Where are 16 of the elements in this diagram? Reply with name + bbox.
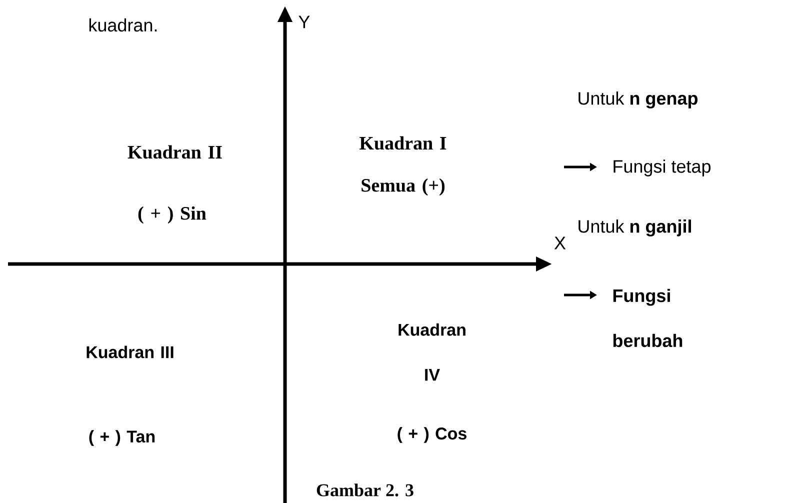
note-text: Fungsi tetap xyxy=(614,160,710,176)
axis-label: X xyxy=(554,236,566,250)
quadrant-label: Kuadran I xyxy=(360,136,446,150)
sign-label: ( + ) Cos xyxy=(398,427,466,443)
sign-label: ( + ) Tan xyxy=(89,430,155,446)
quadrant-label: Kuadran IV xyxy=(398,323,466,381)
note-text: Untuk n ganjil xyxy=(578,220,691,236)
quadrant-label: Kuadran II xyxy=(128,145,222,159)
sign-label: ( + ) Sin xyxy=(138,206,206,224)
quadrant-label: Kuadran III xyxy=(86,346,174,358)
note-text: Fungsi berubah xyxy=(613,288,682,348)
axis-label: Y xyxy=(298,16,310,28)
caption: Gambar 2. 3 xyxy=(316,484,414,496)
note-text: kuadran. xyxy=(89,18,157,32)
sign-label: Semua (+) xyxy=(362,178,445,196)
note-text: Untuk n genap xyxy=(578,92,698,108)
